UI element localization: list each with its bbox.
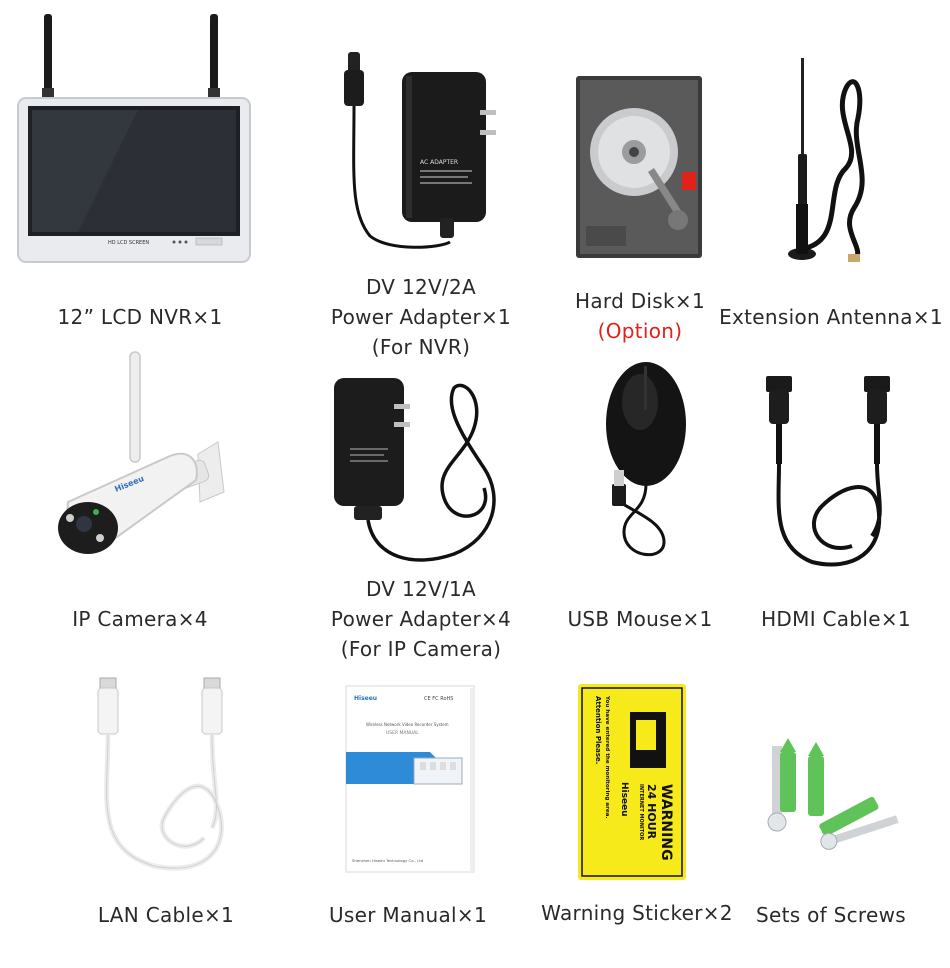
sticker-hours: 24 HOUR [645, 784, 658, 840]
ip-camera-image: Hiseeu [50, 351, 226, 566]
caption-lcd-nvr: 12” LCD NVR×1 [57, 305, 223, 329]
lan-cable-image [94, 677, 244, 878]
caption-lan-cable: LAN Cable×1 [97, 903, 235, 927]
option-note: (Option) [597, 319, 683, 343]
hard-disk-image [576, 76, 702, 258]
caption-ip-camera: IP Camera×4 [72, 607, 208, 631]
sticker-entered: You have entered the monitoring area. [604, 695, 610, 819]
caption-usb-mouse: USB Mouse×1 [567, 607, 713, 631]
adapter-label: AC ADAPTER [420, 159, 458, 166]
caption-power-adapter-2a: DV 12V/2A Power Adapter×1 (For NVR) [330, 275, 512, 359]
sticker-monitor: INTERNET MONITOR [638, 784, 644, 840]
screws-image [748, 738, 902, 850]
sticker-brand: Hiseeu [619, 782, 629, 817]
manual-brand: Hiseeu [354, 695, 377, 702]
lcd-nvr-image: HD LCD SCREEN [17, 14, 251, 264]
manual-subtitle: Wireless Network Video Recorder System [366, 722, 449, 727]
usb-mouse-image [604, 362, 688, 566]
power-adapter-1a-image [334, 378, 510, 564]
manual-title: USER MANUAL [386, 730, 419, 736]
sticker-attention: Attention Please. [594, 696, 602, 764]
screen-label: HD LCD SCREEN [108, 240, 149, 246]
caption-screws: Sets of Screws [755, 903, 906, 927]
sticker-warning: WARNING [658, 784, 674, 861]
warning-sticker-image: WARNING 24 HOUR INTERNET MONITOR Hiseeu … [578, 684, 686, 880]
caption-power-adapter-1a: DV 12V/1A Power Adapter×4 (For IP Camera… [330, 577, 512, 661]
caption-user-manual: User Manual×1 [328, 903, 487, 927]
hdmi-cable-image [762, 376, 896, 568]
user-manual-image: Hiseeu CE FC RoHS Wireless Network Video… [345, 685, 475, 873]
caption-extension-antenna: Extension Antenna×1 [719, 305, 943, 329]
caption-warning-sticker: Warning Sticker×2 [541, 901, 733, 925]
manual-marks: CE FC RoHS [424, 696, 453, 702]
manual-footer: Shenzhen Hiseeu Technology Co., Ltd [352, 858, 424, 863]
extension-antenna-image [784, 58, 874, 266]
power-adapter-2a-image: AC ADAPTER [330, 52, 500, 264]
caption-hdmi-cable: HDMI Cable×1 [761, 607, 911, 631]
caption-hard-disk: Hard Disk×1 (Option) [560, 286, 720, 346]
